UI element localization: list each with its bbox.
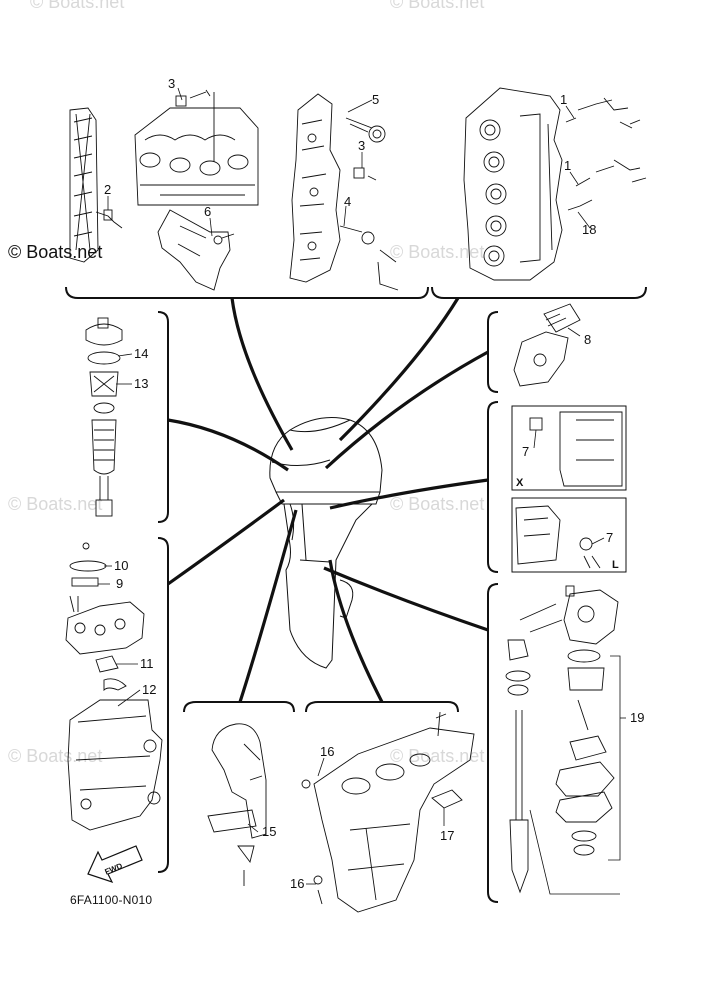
callout-16: 16 <box>320 744 334 759</box>
watermark-faint: © Boats.net <box>390 0 485 12</box>
fwd-arrow-icon <box>87 845 143 884</box>
watermark-faint: © Boats.net <box>390 242 485 262</box>
callout-3: 3 <box>358 138 365 153</box>
right-bracket-7 <box>487 401 499 573</box>
intake-plate-part <box>69 107 123 263</box>
anode-bracket-part <box>207 723 267 886</box>
bottom-bracket-16 <box>305 701 459 713</box>
watermark-faint: © Boats.net <box>390 746 485 766</box>
callout-1: 1 <box>564 158 571 173</box>
left-bracket-upper <box>157 311 169 523</box>
fuel-filter-part <box>85 317 123 517</box>
callout-3: 3 <box>168 76 175 91</box>
left-bracket-lower <box>157 537 169 873</box>
callout-10: 10 <box>114 558 128 573</box>
watermark-faint: © Boats.net <box>8 746 103 766</box>
part-code: 6FA1100-N010 <box>70 893 153 907</box>
callout-6: 6 <box>204 204 211 219</box>
right-bracket-19 <box>487 583 499 903</box>
cylinder-side-part <box>289 93 399 291</box>
callout-12: 12 <box>142 682 156 697</box>
view-label-l: L <box>612 559 619 571</box>
callout-7: 7 <box>606 530 613 545</box>
outboard-motor <box>269 417 383 669</box>
fwd-label: FWD <box>103 861 123 876</box>
callout-9: 9 <box>116 576 123 591</box>
thermostat-part <box>513 303 581 387</box>
leader-lower-left <box>167 498 285 586</box>
view-label-x: X <box>516 477 524 489</box>
view-l-part <box>511 497 627 573</box>
callout-13: 13 <box>134 376 148 391</box>
callout-4: 4 <box>344 194 351 209</box>
callout-16: 16 <box>290 876 304 891</box>
leader-right-19 <box>323 566 489 632</box>
leader-bottom-15 <box>238 509 298 703</box>
leader-bottom-16 <box>328 559 384 703</box>
callout-18: 18 <box>582 222 596 237</box>
cylinder-head-part <box>463 87 647 281</box>
bottom-bracket-15 <box>183 701 295 713</box>
watermark-main: © Boats.net <box>8 242 103 262</box>
callout-11: 11 <box>140 656 154 671</box>
leader-top-left <box>230 297 294 451</box>
water-pump-part <box>505 585 621 895</box>
callout-15: 15 <box>262 824 276 839</box>
leader-top-right <box>338 297 460 442</box>
top-right-bracket <box>431 286 647 299</box>
view-x-part <box>511 405 627 491</box>
top-left-bracket <box>65 286 429 299</box>
leader-upper-left <box>167 418 289 472</box>
watermark-faint: © Boats.net <box>30 0 125 12</box>
watermark-faint: © Boats.net <box>390 494 485 514</box>
leader-right-8 <box>324 350 489 470</box>
callout-1: 1 <box>560 92 567 107</box>
lower-unit-part <box>301 711 475 913</box>
callout-19: 19 <box>630 710 644 725</box>
callout-8: 8 <box>584 332 591 347</box>
right-bracket-8 <box>487 311 499 393</box>
callout-14: 14 <box>134 346 148 361</box>
vapor-separator-part <box>65 542 163 831</box>
callout-2: 2 <box>104 182 111 197</box>
callout-17: 17 <box>440 828 454 843</box>
callout-7: 7 <box>522 444 529 459</box>
engine-block-part <box>134 89 259 291</box>
watermark-faint: © Boats.net <box>8 494 103 514</box>
callout-5: 5 <box>372 92 379 107</box>
